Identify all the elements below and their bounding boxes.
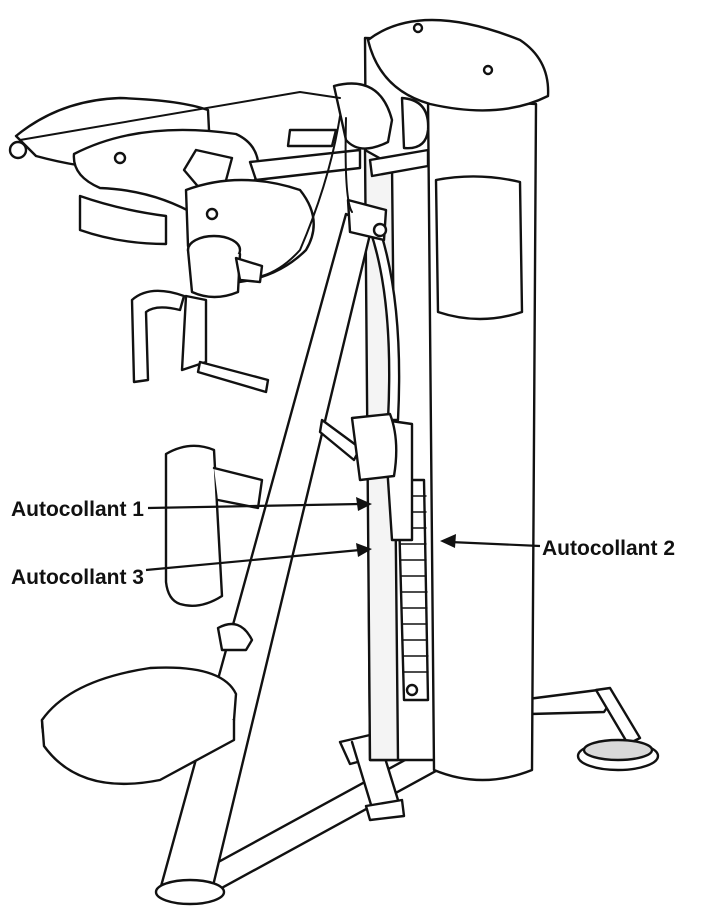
shroud-column	[366, 18, 550, 782]
callout-arrow-3	[145, 543, 372, 572]
handle-bars	[130, 289, 398, 482]
callout-arrow-1	[147, 497, 372, 511]
callout-arrow-2	[440, 534, 541, 548]
seat	[40, 666, 238, 786]
label-sticker-3: Autocollant 3	[11, 566, 144, 589]
label-sticker-2: Autocollant 2	[542, 537, 675, 560]
callouts	[145, 497, 541, 572]
arm-assembly	[8, 82, 430, 299]
label-sticker-1: Autocollant 1	[11, 498, 144, 521]
cables	[19, 91, 353, 277]
rear-base-foot	[518, 686, 660, 772]
